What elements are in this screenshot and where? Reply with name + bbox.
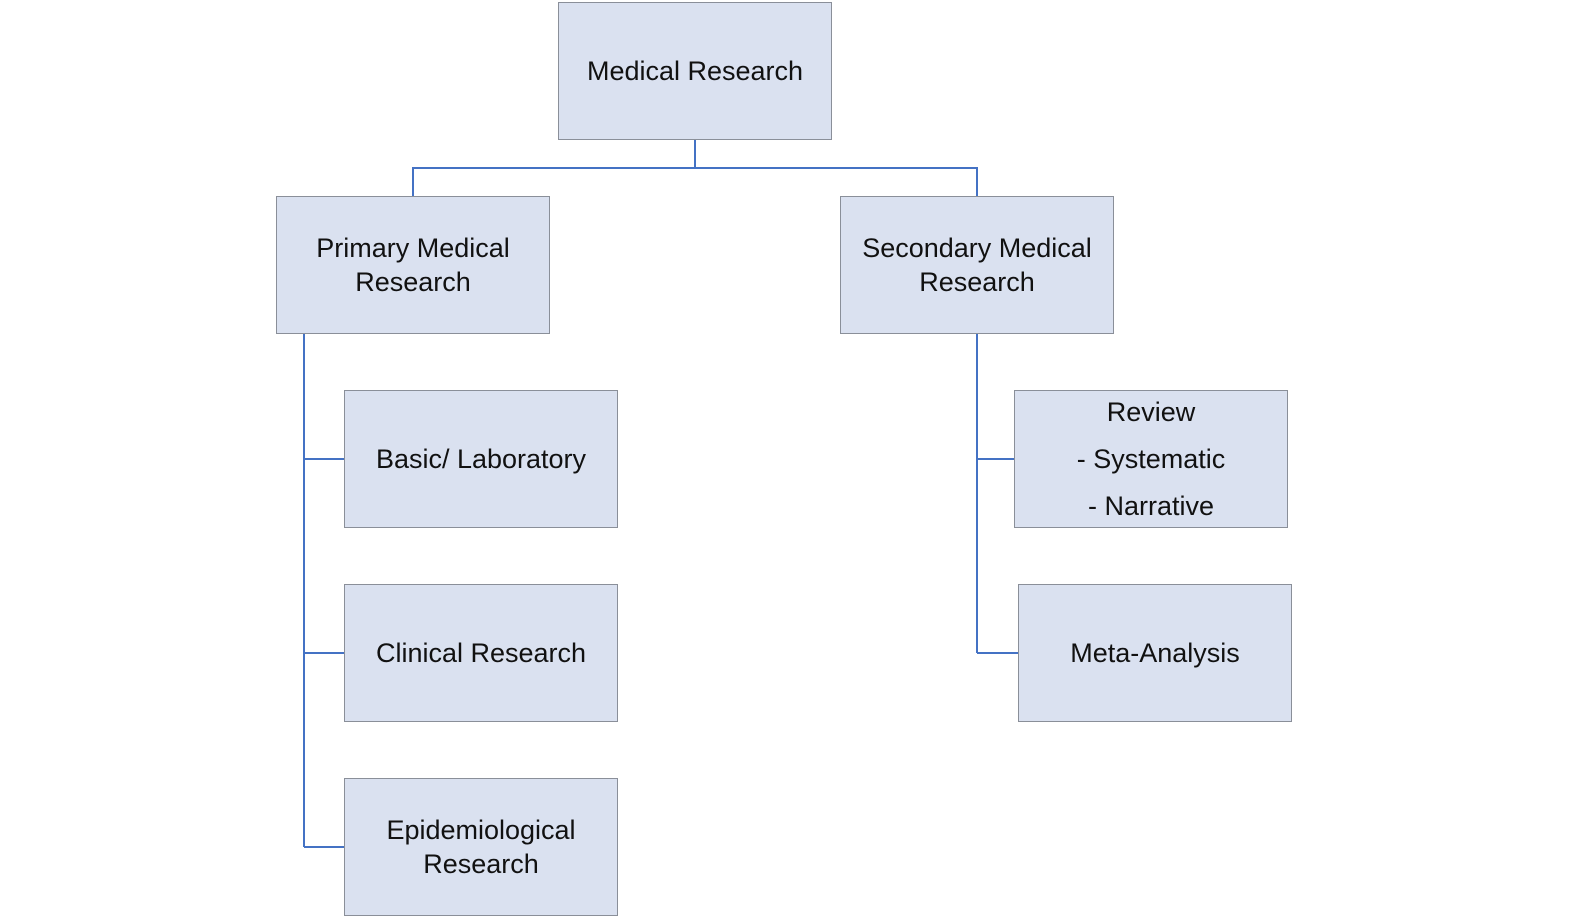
node-label-line: Epidemiological	[386, 815, 576, 845]
node-clinical-research: Clinical Research	[344, 584, 618, 722]
connector-root-children	[412, 140, 978, 196]
node-label-line: - Narrative	[1087, 490, 1215, 521]
connector-primary-children	[303, 334, 344, 848]
node-label-line: Research	[423, 849, 539, 879]
node-label-line: Research	[355, 267, 471, 297]
node-label-line: Meta-Analysis	[1070, 638, 1240, 668]
node-basic-laboratory: Basic/ Laboratory	[344, 390, 618, 528]
node-label-line: Basic/ Laboratory	[375, 444, 587, 474]
node-label-line: Medical Research	[586, 56, 804, 86]
node-primary-medical-research: Primary Medical Research	[276, 196, 550, 334]
node-label-line: Clinical Research	[375, 638, 587, 668]
connector-secondary-children	[976, 334, 1018, 654]
node-medical-research: Medical Research	[558, 2, 832, 140]
node-meta-analysis: Meta-Analysis	[1018, 584, 1292, 722]
node-secondary-medical-research: Secondary Medical Research	[840, 196, 1114, 334]
node-epidemiological-research: Epidemiological Research	[344, 778, 618, 916]
node-label-line: Primary Medical	[316, 233, 510, 263]
node-label-line: - Systematic	[1076, 443, 1226, 474]
node-label-line: Research	[919, 267, 1035, 297]
node-label-line: Secondary Medical	[862, 233, 1092, 263]
node-label-line: Review	[1106, 396, 1196, 427]
node-review: Review - Systematic - Narrative	[1014, 390, 1288, 528]
